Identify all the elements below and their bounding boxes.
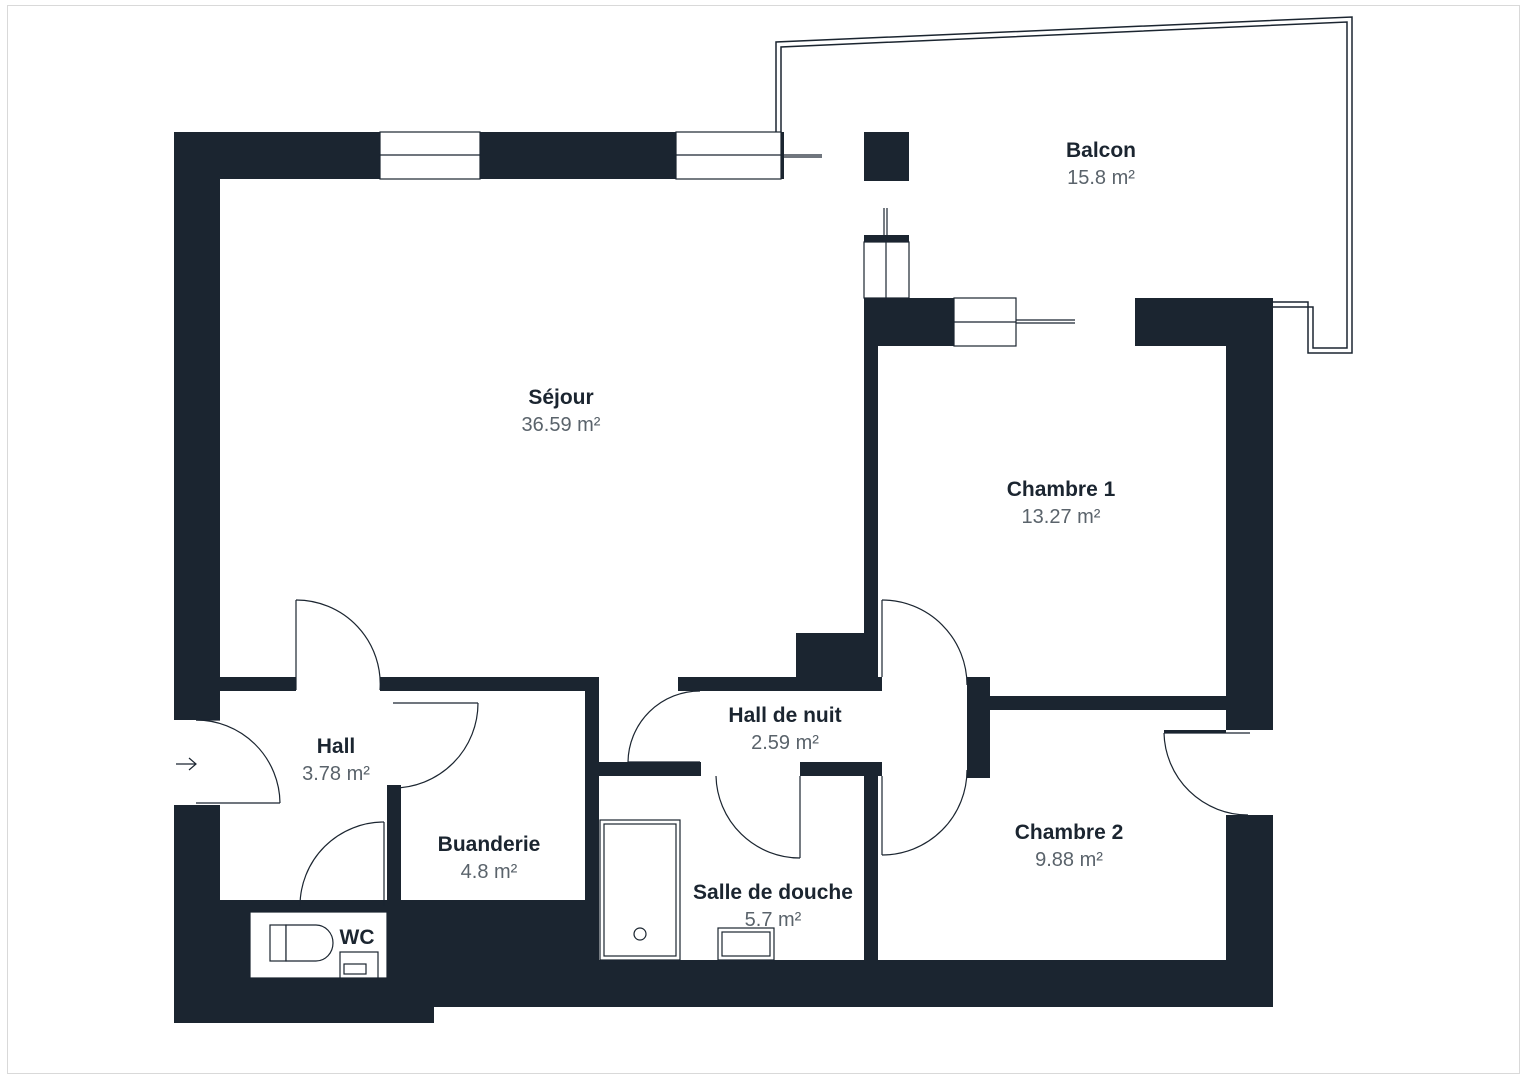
sink-icon — [339, 951, 379, 979]
room-label-hall: Hall 3.78 m² — [302, 734, 370, 788]
room-name: Hall de nuit — [728, 704, 842, 727]
room-name: Chambre 1 — [1006, 478, 1116, 501]
room-name: Chambre 2 — [1014, 821, 1124, 844]
room-area: 4.8 m² — [460, 861, 518, 883]
room-area: 5.7 m² — [744, 909, 802, 931]
fixtures — [249, 819, 775, 979]
room-area: 36.59 m² — [521, 414, 601, 436]
room-label-balcon: Balcon 15.8 m² — [1066, 138, 1136, 192]
room-label-chambre-2: Chambre 2 9.88 m² — [1015, 820, 1124, 874]
doors — [195, 154, 1250, 907]
room-name: Séjour — [528, 386, 594, 409]
room-label-buanderie: Buanderie 4.8 m² — [438, 832, 541, 886]
room-name: Buanderie — [437, 833, 541, 856]
room-name: Salle de douche — [693, 881, 853, 904]
balcony-outline — [775, 16, 1353, 354]
room-label-sejour: Séjour 36.59 m² — [522, 385, 601, 439]
room-name: Balcon — [1065, 139, 1137, 162]
shower-tray-icon — [599, 819, 681, 961]
room-area: 3.78 m² — [302, 763, 370, 785]
plan-frame — [7, 5, 1520, 1074]
windows — [379, 131, 1017, 347]
room-area: 15.8 m² — [1067, 167, 1135, 189]
toilet-icon — [269, 924, 334, 962]
room-area: 9.88 m² — [1035, 849, 1103, 871]
room-area: 13.27 m² — [1021, 506, 1101, 528]
room-area: 2.59 m² — [751, 732, 819, 754]
room-label-wc: WC — [340, 925, 375, 951]
room-label-salle-de-douche: Salle de douche 5.7 m² — [693, 880, 853, 934]
washbasin-icon — [717, 927, 775, 961]
room-label-hall-de-nuit: Hall de nuit 2.59 m² — [728, 703, 841, 757]
entrance-arrow-icon — [176, 757, 197, 771]
room-name: WC — [339, 926, 375, 949]
room-label-chambre-1: Chambre 1 13.27 m² — [1007, 477, 1116, 531]
room-name: Hall — [316, 735, 356, 758]
